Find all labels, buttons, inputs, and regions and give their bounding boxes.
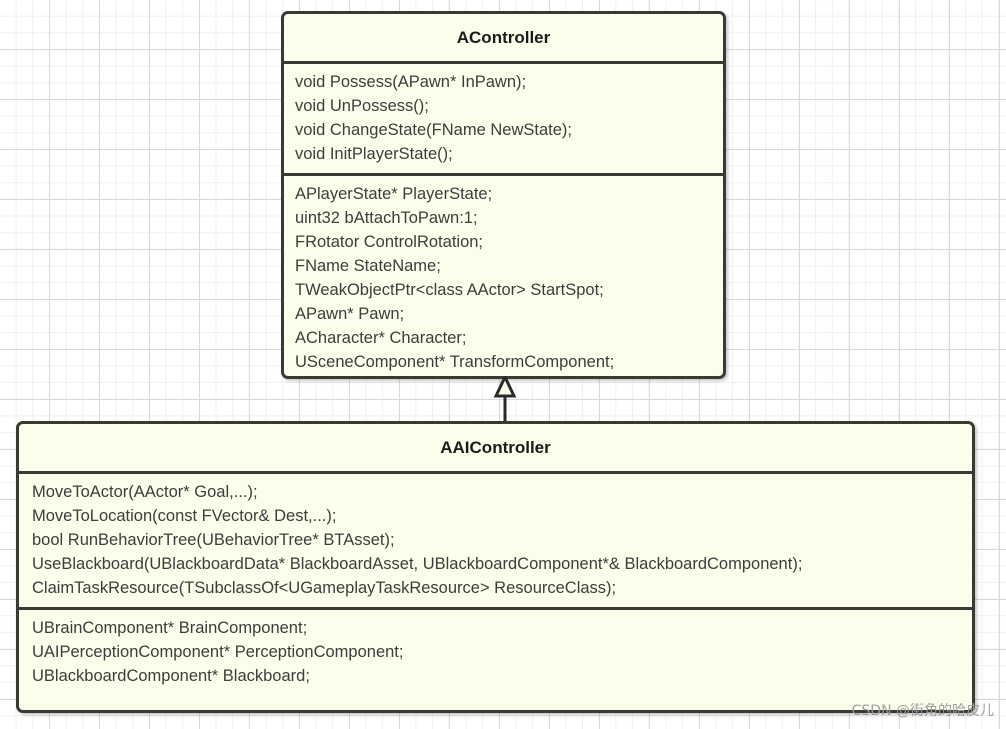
uml-attribute-line: ACharacter* Character; — [295, 329, 467, 347]
uml-methods-compartment-aaicontroller: MoveToActor(AActor* Goal,...); MoveToLoc… — [19, 471, 972, 607]
uml-method-line: void Possess(APawn* InPawn); — [295, 73, 527, 91]
uml-method-line: ClaimTaskResource(TSubclassOf<UGameplayT… — [32, 579, 617, 597]
uml-attribute-line: UBlackboardComponent* Blackboard; — [32, 667, 310, 685]
inheritance-arrow — [493, 376, 517, 426]
uml-method-line: MoveToActor(AActor* Goal,...); — [32, 483, 258, 501]
uml-methods-compartment-acontroller: void Possess(APawn* InPawn); void UnPoss… — [284, 61, 723, 173]
uml-attributes-compartment-acontroller: APlayerState* PlayerState; uint32 bAttac… — [284, 173, 723, 381]
uml-class-name-acontroller: AController — [456, 28, 551, 47]
uml-method-line: void UnPossess(); — [295, 97, 429, 115]
uml-class-acontroller[interactable]: AController void Possess(APawn* InPawn);… — [281, 11, 726, 379]
uml-class-name-aaicontroller: AAIController — [440, 438, 551, 457]
uml-method-line: MoveToLocation(const FVector& Dest,...); — [32, 507, 337, 525]
uml-attribute-line: uint32 bAttachToPawn:1; — [295, 209, 478, 227]
uml-method-line: bool RunBehaviorTree(UBehaviorTree* BTAs… — [32, 531, 395, 549]
uml-class-aaicontroller[interactable]: AAIController MoveToActor(AActor* Goal,.… — [16, 421, 975, 713]
uml-attribute-line: TWeakObjectPtr<class AActor> StartSpot; — [295, 281, 604, 299]
uml-attribute-line: UBrainComponent* BrainComponent; — [32, 619, 308, 637]
uml-attribute-line: APlayerState* PlayerState; — [295, 185, 493, 203]
uml-attribute-line: FRotator ControlRotation; — [295, 233, 484, 251]
uml-attribute-line: APawn* Pawn; — [295, 305, 405, 323]
uml-attributes-compartment-aaicontroller: UBrainComponent* BrainComponent; UAIPerc… — [19, 607, 972, 695]
uml-method-line: void InitPlayerState(); — [295, 145, 453, 163]
uml-attribute-line: UAIPerceptionComponent* PerceptionCompon… — [32, 643, 404, 661]
uml-attribute-line: USceneComponent* TransformComponent; — [295, 353, 615, 371]
watermark: CSDN @街角的哈皮儿 — [851, 703, 994, 719]
uml-method-line: void ChangeState(FName NewState); — [295, 121, 572, 139]
uml-method-line: UseBlackboard(UBlackboardData* Blackboar… — [32, 555, 803, 573]
uml-attribute-line: FName StateName; — [295, 257, 441, 275]
